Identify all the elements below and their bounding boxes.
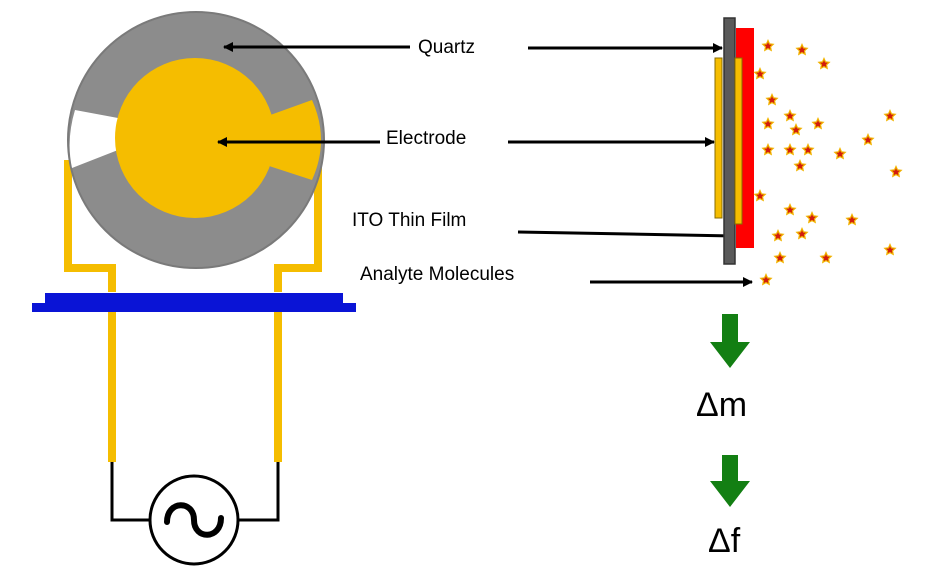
analyte-molecule: [861, 133, 875, 146]
analyte-molecule: [753, 67, 767, 80]
analyte-molecule: [889, 165, 903, 178]
gold-pin-right: [274, 312, 282, 462]
down-arrow-icon: [710, 455, 750, 507]
analyte-molecule: [761, 117, 775, 130]
ito-arrow-right: [517, 230, 735, 241]
right-pointing-callouts: [508, 43, 753, 287]
support-bar: [45, 293, 343, 303]
analyte-molecule: [771, 229, 785, 242]
quartz-notch-white: [69, 110, 118, 168]
analyte-molecule: [805, 211, 819, 224]
label-analyte-molecules: Analyte Molecules: [360, 264, 514, 285]
analyte-molecule: [883, 109, 897, 122]
analyte-molecule: [845, 213, 859, 226]
quartz-plate: [723, 17, 736, 265]
analyte-molecule: [795, 43, 809, 56]
label-ito-thin-film: ITO Thin Film: [352, 210, 466, 231]
electrode-tab: [262, 100, 321, 180]
gold-pin-left: [108, 312, 116, 462]
analyte-molecule: [833, 147, 847, 160]
analyte-molecule: [793, 159, 807, 172]
output-indicators: Δm Δf: [696, 314, 750, 560]
analyte-molecule: [783, 143, 797, 156]
electrode-strip-right: [734, 57, 743, 225]
analyte-molecule: [783, 203, 797, 216]
analyte-molecule: [883, 243, 897, 256]
sine-wave-icon: [164, 502, 224, 538]
analyte-molecule: [783, 109, 797, 122]
gold-lead-right: [274, 145, 322, 292]
analyte-molecule: [753, 189, 767, 202]
gold-lead-left: [64, 160, 116, 292]
left-pointing-callouts: [217, 42, 410, 147]
label-quartz: Quartz: [418, 37, 475, 58]
analyte-molecule: [811, 117, 825, 130]
analyte-molecule: [759, 273, 773, 286]
mass-change-label: Δm: [696, 386, 747, 424]
quartz-crystal-assembly: [32, 11, 356, 566]
label-electrode: Electrode: [386, 128, 466, 149]
sensor-cross-section: [714, 17, 754, 265]
analyte-molecule: [817, 57, 831, 70]
analyte-molecule: [761, 143, 775, 156]
analyte-molecule: [819, 251, 833, 264]
electrode-strip-left: [714, 57, 723, 219]
support-bar-base: [32, 303, 356, 312]
analyte-molecule: [801, 143, 815, 156]
analyte-molecule: [773, 251, 787, 264]
analyte-molecule: [765, 93, 779, 106]
frequency-change-label: Δf: [708, 522, 741, 560]
electrode-disc: [115, 58, 275, 218]
analyte-molecule: [795, 227, 809, 240]
analyte-molecule: [789, 123, 803, 136]
down-arrow-icon: [710, 314, 750, 368]
wire-right: [238, 462, 280, 522]
analyte-molecules-cluster: [753, 39, 903, 286]
wire-left: [110, 462, 150, 522]
analyte-molecule: [761, 39, 775, 52]
